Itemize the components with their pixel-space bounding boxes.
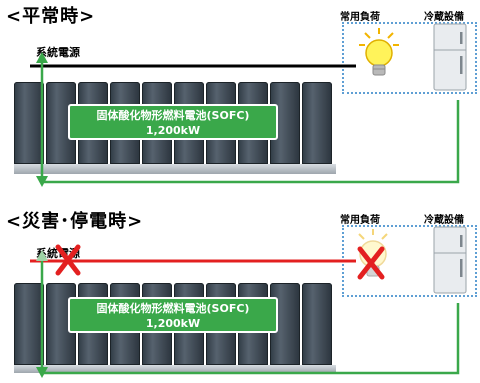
sofc-cabinet [302,82,332,164]
normal-equip-label: 冷蔵設備 [424,12,464,23]
disaster-sofc-label: 固体酸化物形燃料電池(SOFC) 1,200kW [68,297,278,333]
x-mark-icon [357,246,385,280]
sofc-base [14,164,336,174]
normal-grid-label: 系統電源 [36,46,80,59]
disaster-title: <災害･停電時> [6,211,144,232]
disaster-load-label: 常用負荷 [340,215,380,226]
sofc-cabinet [302,283,332,365]
disaster-scene: <災害･停電時> 系統電源 常用負荷 冷蔵設備 固体酸化物形燃料電池(SOFC)… [0,193,480,383]
x-mark-icon [55,244,81,276]
light-bulb-icon [359,28,399,76]
disaster-connections [30,226,467,378]
sofc-supply-line [42,303,460,375]
sofc-base [14,365,336,373]
sofc-name: 固体酸化物形燃料電池(SOFC) [96,109,250,122]
refrigerator-icon [433,23,467,91]
normal-connections [30,23,467,187]
normal-sofc-label: 固体酸化物形燃料電池(SOFC) 1,200kW [68,104,278,140]
sofc-cabinet [14,82,44,164]
sofc-power: 1,200kW [145,317,201,330]
normal-title: <平常時> [6,6,96,27]
arrow-up-icon [36,250,48,261]
sofc-cabinet [14,283,44,365]
disaster-equip-label: 冷蔵設備 [424,215,464,226]
normal-load-box [342,22,477,94]
sofc-name: 固体酸化物形燃料電池(SOFC) [96,302,250,315]
sofc-power: 1,200kW [145,124,201,137]
normal-scene: <平常時> 系統電源 常用負荷 冷蔵設備 固体酸化物形燃料電池(SOFC) 1,… [0,0,480,190]
normal-load-label: 常用負荷 [340,12,380,23]
refrigerator-icon [433,226,467,294]
disaster-sofc-unit: 固体酸化物形燃料電池(SOFC) 1,200kW [14,283,336,375]
normal-sofc-unit: 固体酸化物形燃料電池(SOFC) 1,200kW [14,82,336,174]
arrow-up-icon [36,52,48,63]
sofc-supply-line [42,100,460,184]
